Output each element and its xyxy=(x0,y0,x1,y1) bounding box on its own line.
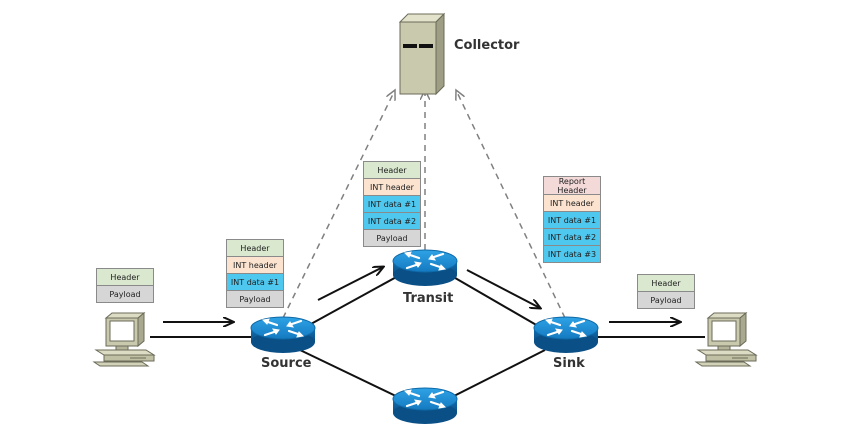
packet-field-int-header: INT header xyxy=(543,194,601,212)
packet-field-int-header: INT header xyxy=(226,256,284,274)
router-icon-lower xyxy=(391,386,459,426)
packet-field-int-header: INT header xyxy=(363,178,421,196)
packet-field-header: Header xyxy=(637,274,695,292)
packet-field-int-data-1: INT data #1 xyxy=(363,195,421,213)
flow-arrows xyxy=(163,267,680,322)
report-arrows xyxy=(282,90,566,319)
packet-field-payload: Payload xyxy=(363,229,421,247)
packet-field-payload: Payload xyxy=(637,291,695,309)
desktop-computer-icon-left xyxy=(93,312,155,367)
router-icon-source xyxy=(249,315,317,355)
collector-label: Collector xyxy=(454,38,520,53)
packet-field-header: Header xyxy=(363,161,421,179)
report-arrow-sink xyxy=(456,90,566,319)
packet-field-report-header: Report Header xyxy=(543,176,601,195)
desktop-computer-icon-right xyxy=(695,312,757,367)
flow-arrow-source-transit xyxy=(317,267,383,301)
packet-field-payload: Payload xyxy=(226,290,284,308)
report-arrow-source xyxy=(282,90,395,319)
packet-field-int-data-2: INT data #2 xyxy=(543,228,601,246)
link-source-transit xyxy=(299,274,401,331)
packet-field-int-data-3: INT data #3 xyxy=(543,245,601,263)
sink-label: Sink xyxy=(553,356,585,371)
flow-arrow-transit-sink xyxy=(466,269,540,308)
link-transit-sink xyxy=(449,274,546,331)
link-lower-sink xyxy=(449,349,546,399)
source-label: Source xyxy=(261,356,312,371)
packet-field-int-data-1: INT data #1 xyxy=(226,273,284,291)
server-icon xyxy=(398,12,446,96)
packet-field-int-data-2: INT data #2 xyxy=(363,212,421,230)
packet-field-header: Header xyxy=(96,268,154,286)
router-icon-transit xyxy=(391,248,459,288)
packet-field-header: Header xyxy=(226,239,284,257)
packet-field-int-data-1: INT data #1 xyxy=(543,211,601,229)
physical-links xyxy=(150,274,705,399)
router-icon-sink xyxy=(532,315,600,355)
packet-field-payload: Payload xyxy=(96,285,154,303)
transit-label: Transit xyxy=(403,291,454,306)
link-source-lower xyxy=(299,349,401,399)
